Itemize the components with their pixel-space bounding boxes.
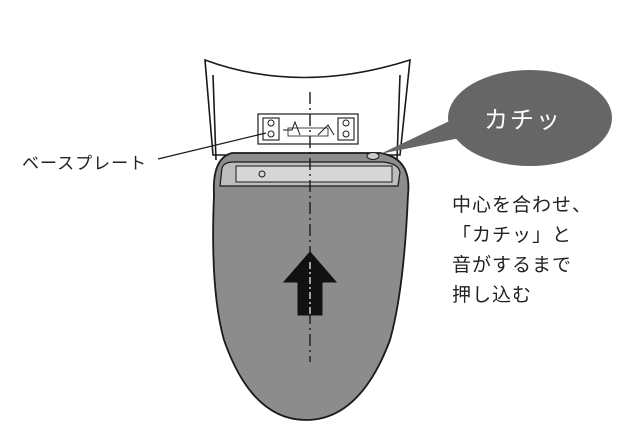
instruction-line: 押し込む xyxy=(452,284,533,306)
click-sound-label: カチッ xyxy=(484,106,562,134)
base-plate-label: ベースプレート xyxy=(22,154,148,174)
speech-bubble xyxy=(380,70,612,166)
instruction-line: 「カチッ」と xyxy=(452,224,573,246)
up-arrow-icon xyxy=(282,251,338,316)
instruction-line: 中心を合わせ、 xyxy=(452,194,593,216)
base-plate xyxy=(257,113,359,145)
base-plate-leader xyxy=(157,132,267,160)
instruction-line: 音がするまで xyxy=(452,254,573,276)
instruction-text: 中心を合わせ、 「カチッ」と 音がするまで 押し込む xyxy=(452,190,592,310)
toilet-body xyxy=(204,58,411,156)
